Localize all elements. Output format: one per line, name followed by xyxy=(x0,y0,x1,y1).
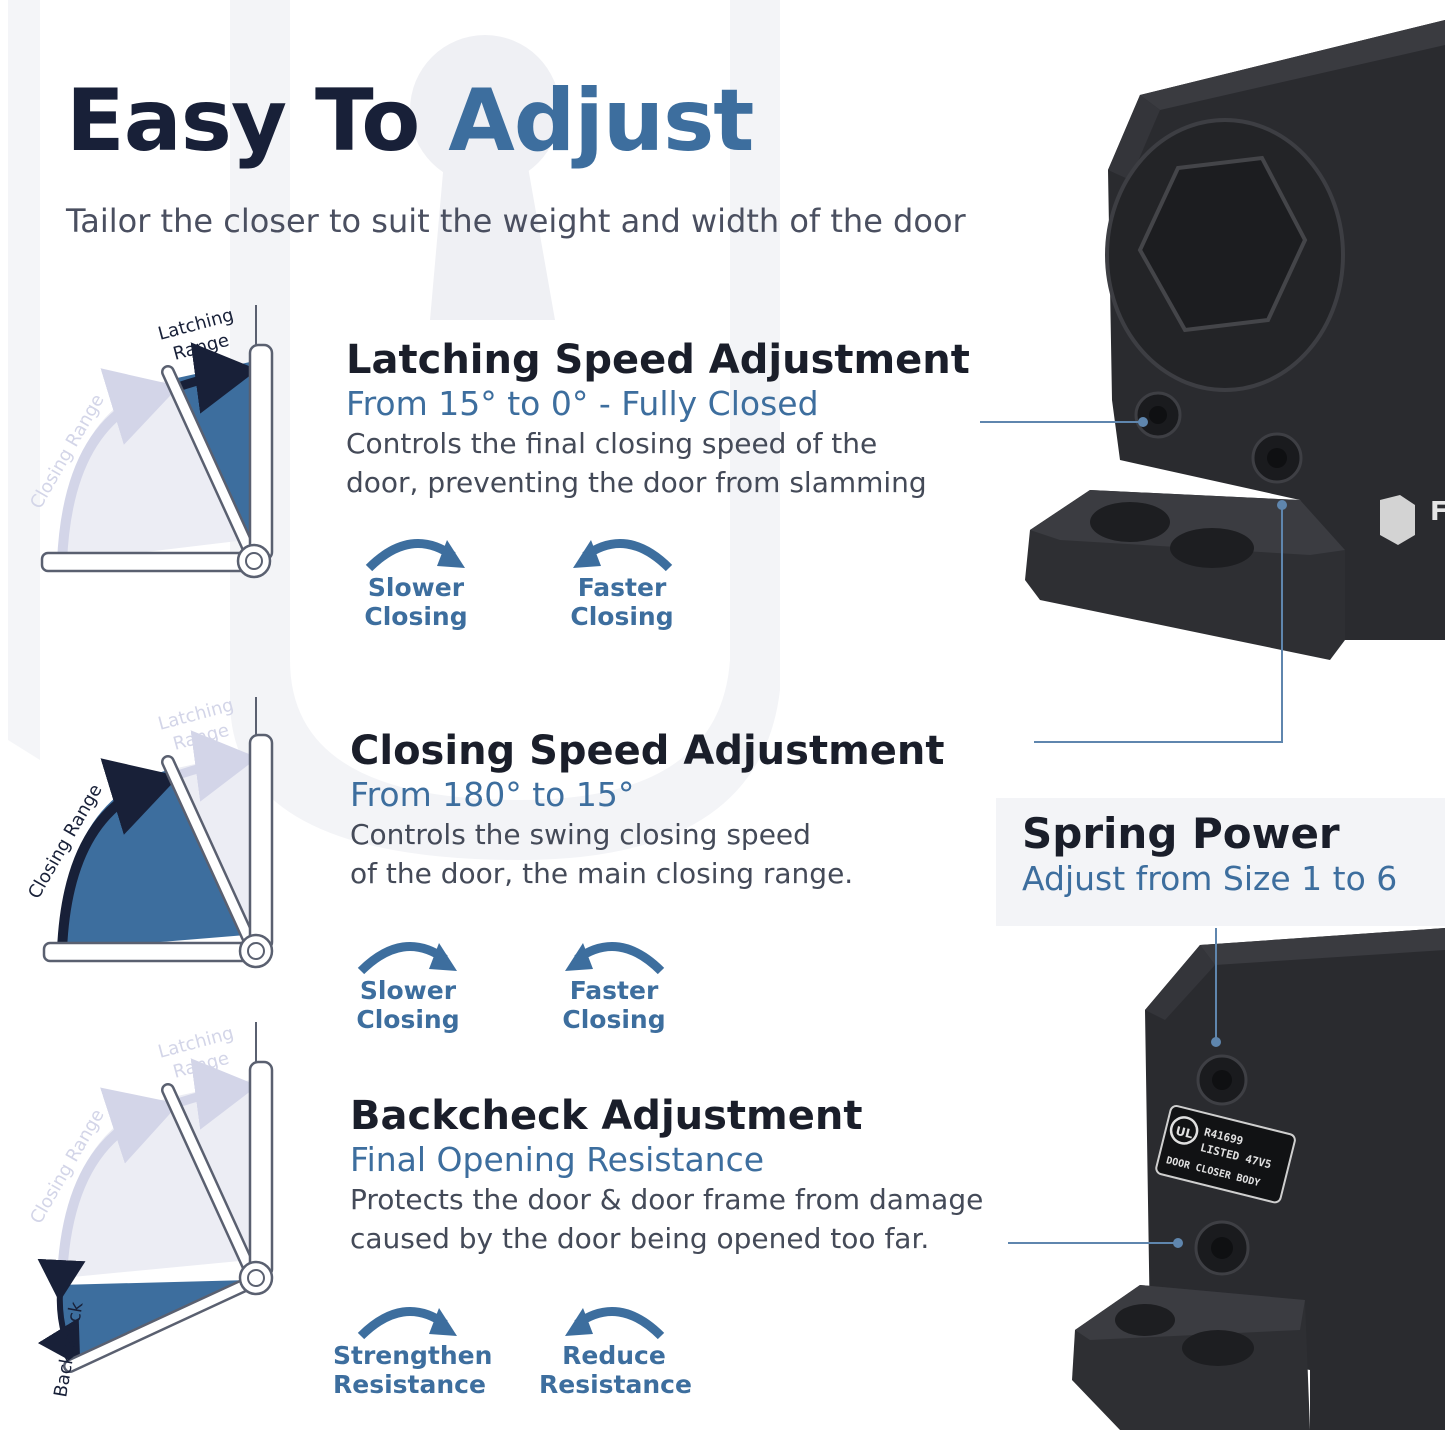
callout-lines xyxy=(980,417,1287,1248)
section-heading: Latching Speed Adjustment xyxy=(346,337,970,383)
control-label-2: Resistance xyxy=(333,1369,486,1399)
control-label-2: Closing xyxy=(562,1004,666,1034)
control-label-2: Resistance xyxy=(539,1369,692,1399)
section-desc-2: of the door, the main closing range. xyxy=(350,856,854,890)
arrow-clockwise-icon xyxy=(357,1307,457,1340)
section-desc-2: caused by the door being opened too far. xyxy=(350,1221,930,1255)
latching-faster-control[interactable]: Faster Closing xyxy=(547,532,697,632)
backcheck-strengthen-control[interactable]: Strengthen Resistance xyxy=(333,1300,493,1400)
control-label-1: Slower xyxy=(367,573,465,602)
keyhole-watermark-icon xyxy=(8,0,780,860)
control-label-1: Faster xyxy=(577,573,667,602)
diagram-latching: Latching Range Closing Range xyxy=(26,305,274,579)
arrow-clockwise-icon xyxy=(357,942,457,975)
section-heading: Backcheck Adjustment xyxy=(350,1093,863,1139)
section-range: Final Opening Resistance xyxy=(350,1140,765,1179)
section-desc-2: door, preventing the door from slamming xyxy=(346,465,927,499)
section-desc-1: Controls the final closing speed of the xyxy=(346,426,878,460)
control-label-1: Strengthen xyxy=(333,1341,493,1370)
control-label-2: Closing xyxy=(356,1004,460,1034)
control-label-1: Faster xyxy=(569,976,659,1005)
arrow-counterclockwise-icon xyxy=(565,1307,665,1340)
title-part-1: Easy To xyxy=(66,71,420,171)
page-subtitle: Tailor the closer to suit the weight and… xyxy=(66,202,966,240)
closing-faster-control[interactable]: Faster Closing xyxy=(539,935,689,1035)
diagram-backcheck: Latching Range Closing Range Backcheck xyxy=(26,1022,274,1399)
section-desc-1: Protects the door & door frame from dama… xyxy=(350,1182,984,1216)
arrow-counterclockwise-icon xyxy=(573,539,673,572)
svg-text:UL: UL xyxy=(1174,1124,1195,1142)
section-range: From 15° to 0° - Fully Closed xyxy=(346,384,819,423)
control-label-1: Reduce xyxy=(562,1341,666,1370)
spring-heading: Spring Power xyxy=(1022,809,1340,858)
section-desc-1: Controls the swing closing speed xyxy=(350,817,811,851)
arrow-counterclockwise-icon xyxy=(565,942,665,975)
section-latching: Latching Speed Adjustment From 15° to 0°… xyxy=(346,336,970,502)
section-closing: Closing Speed Adjustment From 180° to 15… xyxy=(350,727,944,893)
door-closer-top-image: F xyxy=(1025,20,1445,660)
spring-power-box: Spring Power Adjust from Size 1 to 6 xyxy=(996,798,1445,926)
control-label-2: Closing xyxy=(364,601,468,631)
latching-slower-control[interactable]: Slower Closing xyxy=(341,532,491,632)
arrow-clockwise-icon xyxy=(365,539,465,572)
diagram-closing: Latching Range Closing Range xyxy=(24,695,274,969)
backcheck-reduce-control[interactable]: Reduce Resistance xyxy=(539,1300,692,1400)
section-heading: Closing Speed Adjustment xyxy=(350,728,945,774)
page-title: Easy To Adjust xyxy=(66,71,754,171)
section-backcheck: Backcheck Adjustment Final Opening Resis… xyxy=(350,1092,983,1258)
door-closer-bottom-image: UL xyxy=(1072,928,1445,1430)
section-range: From 180° to 15° xyxy=(350,775,635,814)
control-label-2: Closing xyxy=(570,601,674,631)
spring-range: Adjust from Size 1 to 6 xyxy=(1022,859,1398,899)
control-label-1: Slower xyxy=(359,976,457,1005)
title-part-2: Adjust xyxy=(448,71,754,171)
door-swing-diagrams: Latching Range Closing Range Latching Ra… xyxy=(24,305,274,1399)
closing-slower-control[interactable]: Slower Closing xyxy=(333,935,483,1035)
svg-text:F: F xyxy=(1430,497,1445,527)
